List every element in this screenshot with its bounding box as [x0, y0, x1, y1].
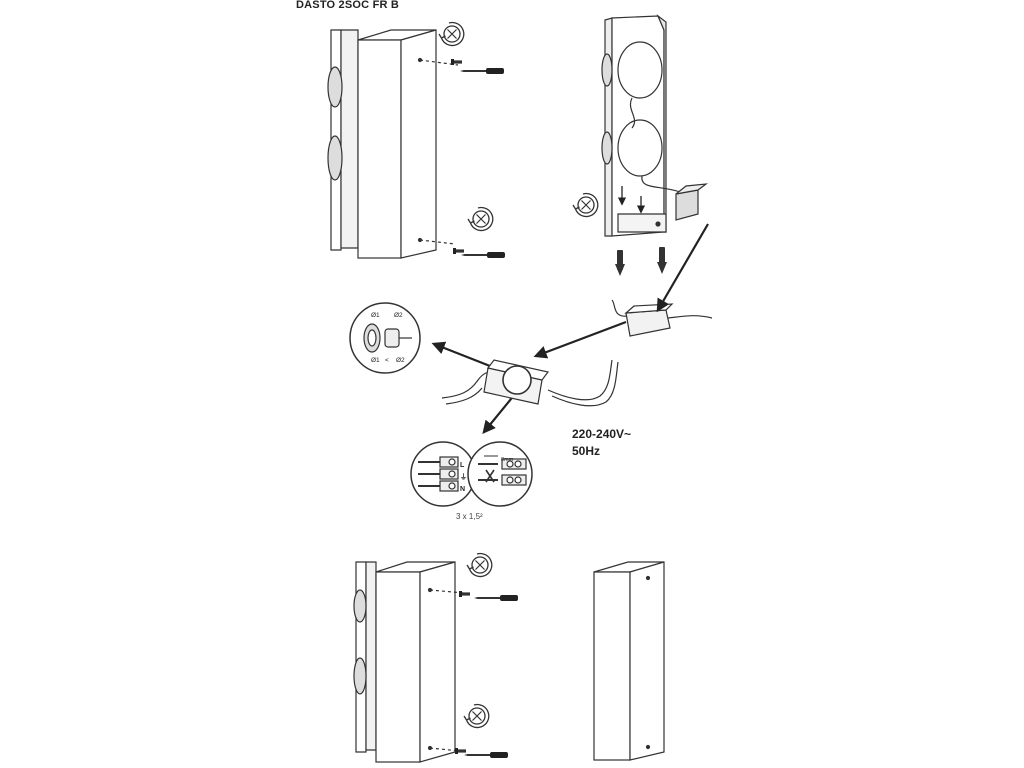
fixture-assembled-bottom-left — [353, 561, 465, 763]
screwdriver-icon — [464, 752, 508, 758]
cable-gland-detail — [349, 302, 421, 374]
cable-spec-label: 3 x 1,5² — [456, 512, 483, 521]
voltage-label: 220-240V~ — [572, 427, 632, 441]
terminal-live-label: L — [460, 462, 465, 469]
unscrew-rotate-icon — [466, 552, 493, 578]
junction-box-central — [441, 359, 619, 407]
strip-length-label: 8mm — [501, 457, 514, 463]
unscrew-rotate-icon — [438, 21, 465, 47]
diameter-label-1a: Ø1 — [371, 312, 380, 319]
screwdriver-icon — [474, 595, 518, 601]
screw-icon — [455, 748, 466, 754]
screwdriver-icon — [461, 252, 505, 258]
screw-icon — [451, 59, 462, 65]
screw-icon — [453, 248, 464, 254]
diameter-label-1b: Ø1 — [371, 357, 380, 364]
arrow-icon — [431, 223, 709, 435]
frequency-label: 50Hz — [572, 444, 601, 458]
fixture-assembled-top-left — [327, 29, 459, 259]
terminal-block-detail — [410, 441, 533, 507]
junction-box-small — [611, 299, 713, 337]
supply-rating: 220-240V~ 50Hz — [572, 426, 631, 460]
screw-icon — [459, 591, 470, 597]
document-title: DASTO 2SOC FR B — [296, 0, 400, 11]
unscrew-rotate-icon — [463, 703, 490, 729]
fixture-open-top-right — [601, 14, 709, 237]
diameter-label-2b: Ø2 — [396, 357, 405, 364]
unscrew-rotate-icon — [467, 206, 494, 232]
fixture-closed-bottom-right — [593, 561, 665, 761]
wall-plug-icon — [615, 186, 667, 276]
diameter-relation: < — [385, 357, 389, 364]
terminal-earth-label: ⏚ — [460, 473, 467, 481]
unscrew-rotate-icon — [572, 192, 599, 218]
diameter-label-2a: Ø2 — [394, 312, 403, 319]
terminal-neutral-label: N — [460, 486, 465, 493]
screwdriver-icon — [460, 68, 504, 74]
